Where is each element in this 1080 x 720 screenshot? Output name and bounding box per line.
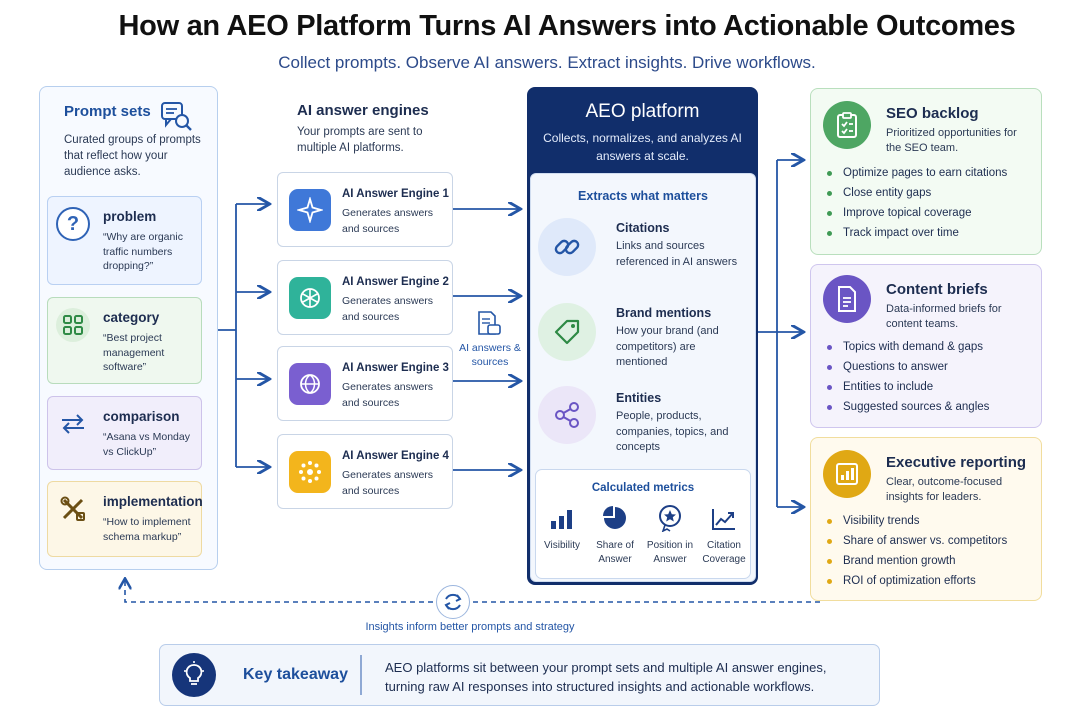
- outcome-title: Executive reporting: [886, 454, 1027, 471]
- list-item: Improve topical coverage: [827, 203, 1007, 223]
- engine-name: AI Answer Engine 3: [342, 362, 449, 374]
- engine-text: Generates answers and sources: [342, 381, 434, 409]
- engine-card-3[interactable]: AI Answer Engine 3 Generates answers and…: [277, 346, 453, 421]
- prompt-card-text: “How to implement schema markup”: [103, 516, 191, 543]
- engine-name: AI Answer Engine 2: [342, 276, 449, 288]
- prompt-card-category[interactable]: category “Best project management softwa…: [47, 297, 202, 384]
- aeo-platform-description: Collects, normalizes, and analyzes AI an…: [543, 131, 742, 163]
- platform-item-name: Entities: [616, 391, 662, 405]
- lightbulb-icon: [172, 653, 216, 697]
- outcome-list: Optimize pages to earn citations Close e…: [827, 163, 1007, 243]
- page-title: How an AEO Platform Turns AI Answers int…: [118, 10, 1016, 42]
- list-item: Track impact over time: [827, 223, 1007, 243]
- metric-label: Position in Answer: [646, 540, 694, 565]
- swirl-icon: [289, 363, 331, 405]
- nodes-icon: [538, 386, 596, 444]
- prompt-card-implementation[interactable]: implementation “How to implement schema …: [47, 481, 203, 557]
- badge-icon: [655, 503, 685, 533]
- prompt-card-text: “Best project management software”: [103, 332, 165, 373]
- engine-text: Generates answers and sources: [342, 295, 434, 323]
- engine-name: AI Answer Engine 4: [342, 450, 449, 462]
- prompt-card-name: problem: [103, 209, 157, 224]
- list-item: Share of answer vs. competitors: [827, 531, 1007, 551]
- list-item: Visibility trends: [827, 511, 1007, 531]
- list-item: Close entity gaps: [827, 183, 1007, 203]
- outcome-title: Content briefs: [886, 281, 988, 298]
- bar-chart-icon: [547, 504, 577, 534]
- platform-item-text: How your brand (and competitors) are men…: [616, 325, 719, 368]
- pie-chart-icon: [600, 503, 630, 533]
- engines-title: AI answer engines: [297, 102, 429, 119]
- link-icon: [538, 218, 596, 276]
- prompt-sets-title: Prompt sets: [64, 103, 151, 120]
- flow-label: AI answers & sources: [459, 342, 521, 368]
- list-item: ROI of optimization efforts: [827, 571, 1007, 591]
- list-item: Topics with demand & gaps: [827, 337, 989, 357]
- key-takeaway-panel: [159, 644, 880, 706]
- metrics-title: Calculated metrics: [591, 482, 695, 494]
- document-chat-icon: [476, 310, 502, 338]
- engines-description: Your prompts are sent to multiple AI pla…: [297, 126, 423, 154]
- refresh-icon: [436, 585, 470, 619]
- takeaway-text: AEO platforms sit between your prompt se…: [385, 660, 827, 694]
- list-item: Brand mention growth: [827, 551, 1007, 571]
- tag-icon: [538, 303, 596, 361]
- aeo-platform-title: AEO platform: [585, 101, 700, 122]
- list-item: Entities to include: [827, 377, 989, 397]
- extract-title: Extracts what matters: [578, 189, 708, 203]
- chat-search-icon: [160, 100, 194, 134]
- takeaway-divider: [360, 655, 362, 695]
- outcome-description: Data-informed briefs for content teams.: [886, 303, 1002, 330]
- prompt-card-text: “Why are organic traffic numbers droppin…: [103, 231, 183, 272]
- burst-icon: [289, 451, 331, 493]
- platform-item-text: Links and sources referenced in AI answe…: [616, 240, 738, 268]
- engine-text: Generates answers and sources: [342, 469, 434, 497]
- outcome-card-executive-reporting[interactable]: Executive reporting Clear, outcome-focus…: [810, 437, 1042, 601]
- takeaway-label: Key takeaway: [243, 666, 348, 683]
- outcome-description: Prioritized opportunities for the SEO te…: [886, 127, 1017, 154]
- prompt-card-name: category: [103, 310, 160, 325]
- prompt-card-comparison[interactable]: comparison “Asana vs Monday vs ClickUp”: [47, 396, 202, 470]
- question-icon: ?: [56, 207, 90, 241]
- prompt-card-name: implementation: [103, 494, 203, 509]
- engine-text: Generates answers and sources: [342, 207, 434, 235]
- prompt-sets-description: Curated groups of prompts that reflect h…: [64, 134, 201, 178]
- platform-item-name: Brand mentions: [616, 306, 712, 320]
- page-subtitle: Collect prompts. Observe AI answers. Ext…: [278, 53, 816, 72]
- document-icon: [823, 275, 871, 323]
- clipboard-icon: [823, 101, 871, 149]
- prompt-card-problem[interactable]: ? problem “Why are organic traffic numbe…: [47, 196, 202, 285]
- engine-card-2[interactable]: AI Answer Engine 2 Generates answers and…: [277, 260, 453, 335]
- trend-icon: [709, 504, 739, 534]
- list-item: Optimize pages to earn citations: [827, 163, 1007, 183]
- knot-icon: [289, 277, 331, 319]
- arrows-swap-icon: [56, 407, 90, 441]
- report-icon: [823, 450, 871, 498]
- platform-item-text: People, products, companies, topics, and…: [616, 410, 729, 453]
- sparkle-icon: [289, 189, 331, 231]
- list-item: Questions to answer: [827, 357, 989, 377]
- tools-icon: [56, 492, 90, 526]
- platform-item-name: Citations: [616, 221, 670, 235]
- engine-card-4[interactable]: AI Answer Engine 4 Generates answers and…: [277, 434, 453, 509]
- loop-label: Insights inform better prompts and strat…: [365, 621, 575, 633]
- outcome-card-content-briefs[interactable]: Content briefs Data-informed briefs for …: [810, 264, 1042, 428]
- outcome-card-seo-backlog[interactable]: SEO backlog Prioritized opportunities fo…: [810, 88, 1042, 255]
- prompt-card-name: comparison: [103, 409, 180, 424]
- outcome-title: SEO backlog: [886, 105, 979, 122]
- outcome-list: Visibility trends Share of answer vs. co…: [827, 511, 1007, 591]
- metric-label: Share of Answer: [596, 540, 634, 565]
- list-item: Suggested sources & angles: [827, 397, 989, 417]
- outcome-description: Clear, outcome-focused insights for lead…: [886, 476, 1003, 503]
- engine-name: AI Answer Engine 1: [342, 188, 449, 200]
- prompt-card-text: “Asana vs Monday vs ClickUp”: [103, 431, 190, 458]
- metric-label: Visibility: [544, 540, 580, 551]
- outcome-list: Topics with demand & gaps Questions to a…: [827, 337, 989, 417]
- engine-card-1[interactable]: AI Answer Engine 1 Generates answers and…: [277, 172, 453, 247]
- metric-label: Citation Coverage: [702, 540, 746, 565]
- grid-icon: [56, 308, 90, 342]
